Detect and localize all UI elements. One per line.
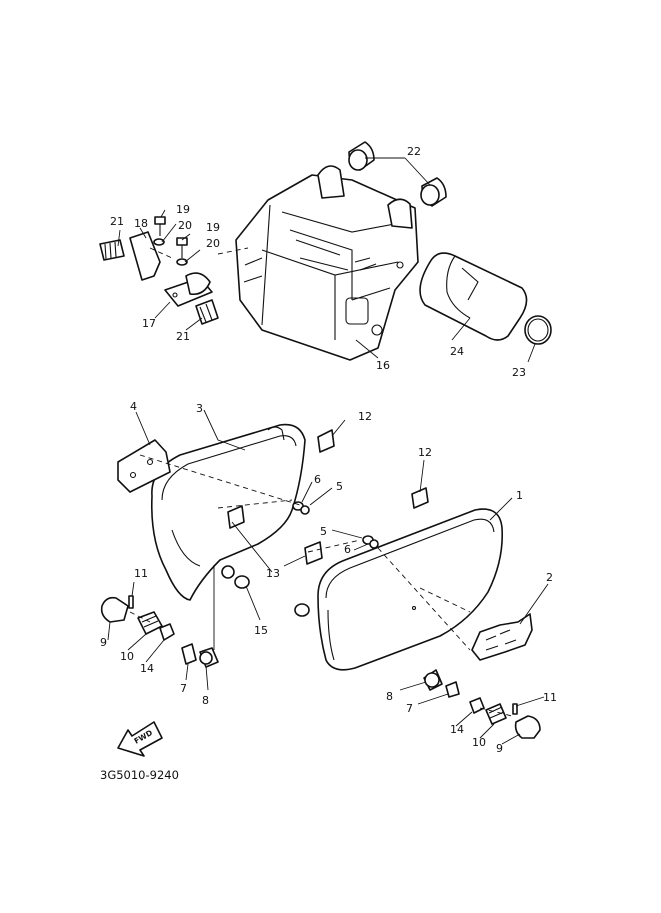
callout-2: 2 xyxy=(546,571,553,584)
holder-part-18 xyxy=(129,231,161,281)
collar-part-7-left xyxy=(181,643,197,665)
callout-20-mid: 20 xyxy=(206,237,220,250)
callout-3: 3 xyxy=(196,402,203,415)
leader-lines xyxy=(107,157,549,745)
callout-10-right: 10 xyxy=(472,736,486,749)
callout-7-right: 7 xyxy=(406,702,413,715)
callout-4: 4 xyxy=(130,400,137,413)
callout-6-lower: 6 xyxy=(344,543,351,556)
o-ring-part-23 xyxy=(524,315,552,345)
callout-5-lower: 5 xyxy=(320,525,327,538)
callout-8-left: 8 xyxy=(202,694,209,707)
clip-part-13-lower xyxy=(304,541,323,565)
bracket-plate-part-4 xyxy=(117,439,171,493)
callout-20-top: 20 xyxy=(178,219,192,232)
callout-13: 13 xyxy=(266,567,280,580)
clip-part-12-right xyxy=(411,487,429,509)
callout-21-bottom: 21 xyxy=(176,330,190,343)
emblem-part-2 xyxy=(471,613,533,661)
washer-part-20 xyxy=(153,238,188,266)
diagram-code: 3G5010-9240 xyxy=(100,768,179,782)
lock-cylinder-part-10-left xyxy=(137,611,163,635)
callout-23: 23 xyxy=(512,366,526,379)
callout-9-left: 9 xyxy=(100,636,107,649)
clip-part-14-left xyxy=(159,623,175,641)
callout-14-left: 14 xyxy=(140,662,154,675)
lock-cylinder-part-10-right xyxy=(485,703,507,725)
callout-19-mid: 19 xyxy=(206,221,220,234)
callout-17: 17 xyxy=(142,317,156,330)
callout-16: 16 xyxy=(376,359,390,372)
grommet-part-15 xyxy=(221,565,310,617)
callout-9-right: 9 xyxy=(496,742,503,755)
rubber-mount-part-22 xyxy=(348,141,447,207)
pin-part-11-left xyxy=(128,595,134,609)
nut-washer-parts-5-6 xyxy=(292,501,379,549)
grommet-part-8-right xyxy=(423,669,443,691)
callout-10-left: 10 xyxy=(120,650,134,663)
callout-11-left: 11 xyxy=(134,567,148,580)
callout-22: 22 xyxy=(407,145,421,158)
clip-part-14-right xyxy=(469,697,485,714)
knob-part-9-left xyxy=(100,596,129,623)
callout-12-left: 12 xyxy=(358,410,372,423)
side-cover-right-part-1 xyxy=(317,508,504,671)
callout-7-left: 7 xyxy=(180,682,187,695)
battery-box-part-16 xyxy=(235,165,419,361)
forward-direction-arrow: FWD xyxy=(117,721,163,757)
callout-15: 15 xyxy=(254,624,268,637)
callout-21-top: 21 xyxy=(110,215,124,228)
callout-5-upper: 5 xyxy=(336,480,343,493)
bolt-part-19 xyxy=(154,216,188,258)
callout-1: 1 xyxy=(516,489,523,502)
callout-8-right: 8 xyxy=(386,690,393,703)
clip-part-12-left xyxy=(317,429,335,453)
callout-18: 18 xyxy=(134,217,148,230)
collar-part-7-right xyxy=(445,681,460,698)
callout-12-right: 12 xyxy=(418,446,432,459)
grommet-part-8-left xyxy=(199,647,219,668)
knob-part-9-right xyxy=(514,715,541,739)
callout-11-right: 11 xyxy=(543,691,557,704)
callout-14-right: 14 xyxy=(450,723,464,736)
pin-part-11-right xyxy=(512,703,518,715)
callout-19-top: 19 xyxy=(176,203,190,216)
callout-numbers: 22 21 18 19 20 19 20 17 21 16 24 23 4 3 … xyxy=(100,145,557,755)
battery-cover-part-24 xyxy=(419,252,528,341)
callout-24: 24 xyxy=(450,345,464,358)
callout-6-upper: 6 xyxy=(314,473,321,486)
